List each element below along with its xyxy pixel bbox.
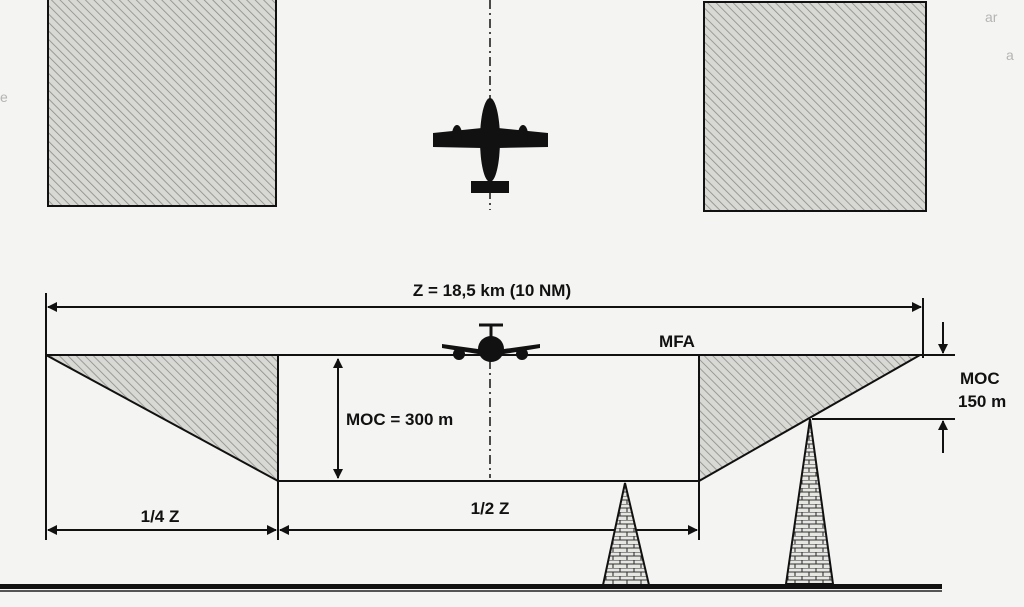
ground-line-shadow: [0, 590, 942, 592]
plan-view: [47, 0, 927, 212]
bleed-through-text: ar a e: [0, 9, 1014, 105]
brick-obstacle-icon: [601, 482, 651, 586]
quarter-z-label: 1/4 Z: [141, 507, 180, 526]
svg-text:ar: ar: [985, 9, 998, 25]
plan-buffer-right: [703, 1, 927, 212]
half-z-label: 1/2 Z: [471, 499, 510, 518]
moc-150-label-line1: MOC: [960, 369, 1000, 388]
plan-buffer-left: [47, 0, 277, 207]
profile-view: Z = 18,5 km (10 NM) MFA MOC = 300 m 1/4 …: [0, 281, 1006, 592]
buffer-triangle-left: [45, 354, 279, 483]
mfa-label: MFA: [659, 332, 695, 351]
moc-150-label-line2: 150 m: [958, 392, 1006, 411]
airplane-top-icon: [433, 98, 548, 193]
moc-300-label: MOC = 300 m: [346, 410, 453, 429]
airplane-front-icon: [442, 323, 540, 362]
svg-text:a: a: [1006, 47, 1014, 63]
brick-obstacle-icon: [784, 418, 835, 585]
svg-text:e: e: [0, 89, 8, 105]
z-dimension-label: Z = 18,5 km (10 NM): [413, 281, 571, 300]
ground-line: [0, 584, 942, 589]
